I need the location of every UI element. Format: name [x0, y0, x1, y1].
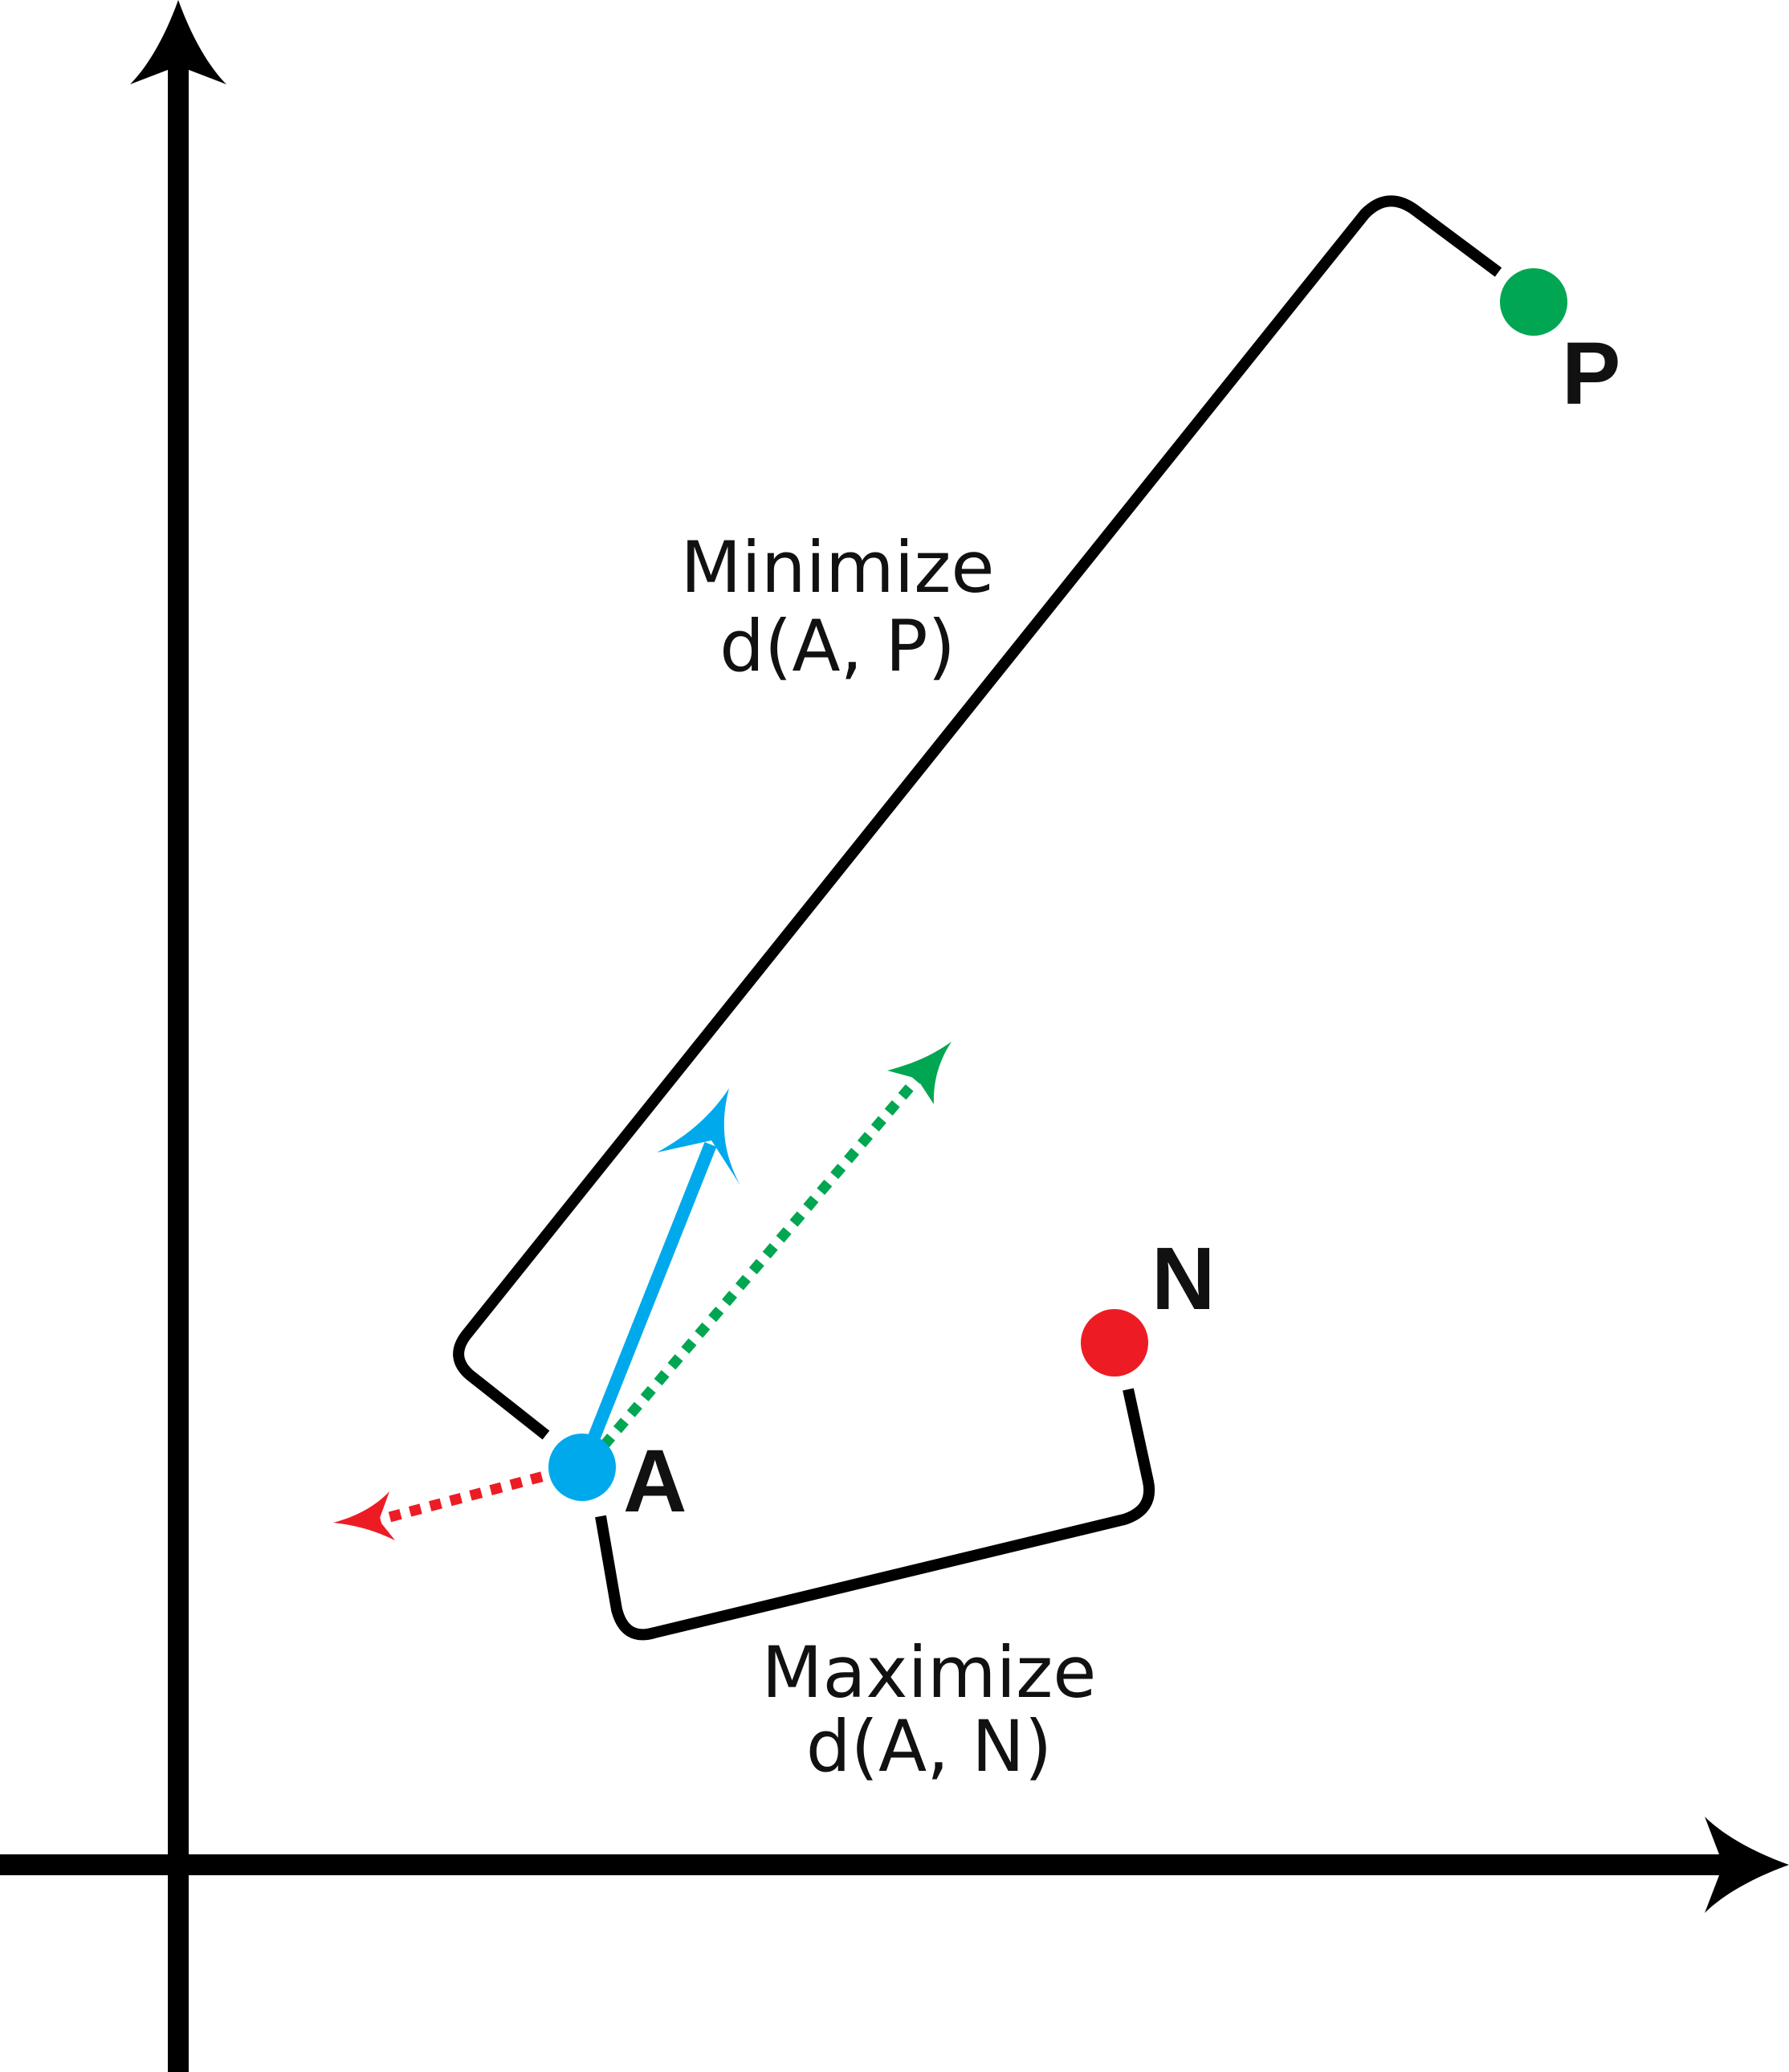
- positive-point: [1500, 268, 1567, 336]
- minimize-label-line1: Minimize: [680, 526, 994, 609]
- x-axis-arrowhead: [1705, 1817, 1789, 1913]
- maximize-label-line1: Maximize: [762, 1631, 1097, 1714]
- negative-label: N: [1151, 1230, 1215, 1328]
- negative-direction-arrow: [376, 1466, 564, 1526]
- positive-arrowhead: [887, 1042, 952, 1104]
- anchor-update-arrow: [577, 1142, 717, 1466]
- minimize-label-line2: d(A, P): [719, 605, 956, 687]
- minimize-bracket: [453, 195, 1502, 1440]
- positive-label: P: [1562, 324, 1620, 423]
- y-axis-arrowhead: [130, 0, 226, 84]
- maximize-label-line2: d(A, N): [806, 1705, 1053, 1788]
- anchor-point: [548, 1434, 616, 1501]
- negative-point: [1081, 1309, 1148, 1377]
- negative-arrowhead: [333, 1491, 395, 1540]
- anchor-arrowhead: [657, 1088, 740, 1185]
- positive-direction-arrow: [600, 1072, 923, 1450]
- maximize-bracket: [595, 1388, 1155, 1641]
- anchor-label: A: [623, 1432, 687, 1531]
